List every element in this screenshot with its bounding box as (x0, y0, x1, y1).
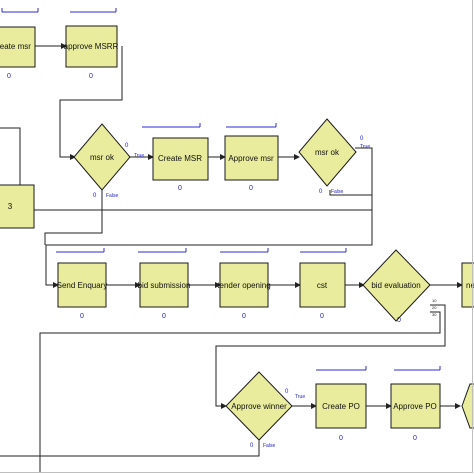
false-label: False (263, 443, 275, 449)
process-box[interactable] (0, 26, 36, 68)
false-count: 0 (93, 193, 97, 199)
module-label: Approve msr (228, 154, 274, 163)
process-box[interactable] (139, 262, 189, 308)
module-create-po[interactable]: Create PO 0 (315, 383, 367, 442)
module-counter: 0 (339, 435, 343, 442)
connector (45, 190, 373, 288)
process-box[interactable] (219, 262, 269, 308)
process-box[interactable] (65, 25, 118, 68)
process-box[interactable] (390, 383, 441, 429)
decision-msr-ok-1[interactable]: msr ok True 0 False 0 (73, 123, 144, 199)
queue-bar (316, 366, 367, 371)
queue-bar (394, 366, 441, 371)
module-label: cst (317, 281, 328, 290)
queue-bars (1, 8, 441, 371)
module-cst[interactable]: cst 0 (299, 262, 346, 320)
true-count: 0 (125, 143, 129, 149)
module-label: Create PO (322, 402, 360, 411)
module-counter: 0 (162, 313, 166, 320)
queue-bar (142, 123, 201, 128)
true-label: True (360, 144, 370, 150)
module-bid-submission[interactable]: bid submission 0 (138, 262, 191, 320)
queue-bar (300, 248, 347, 253)
module-label: Approve PO (393, 402, 437, 411)
module-label: approve MSRR (64, 42, 119, 51)
module-label: ne (466, 281, 474, 290)
connectors (0, 43, 463, 472)
queue-bar (1, 8, 39, 13)
output-label: 20 (432, 305, 437, 310)
output-label: 30 (432, 312, 437, 317)
connector (0, 127, 21, 185)
connector (44, 190, 103, 245)
connector (215, 304, 446, 409)
module-counter: 0 (413, 435, 417, 442)
module-left-box[interactable]: 3 (0, 184, 35, 229)
false-count: 0 (250, 443, 254, 449)
output-label: 10 (432, 298, 437, 303)
true-count: 0 (360, 136, 364, 142)
module-counter: 0 (7, 73, 11, 80)
module-create-msr-top[interactable]: reate msr 0 (0, 26, 36, 80)
module-label: 3 (8, 202, 13, 211)
false-label: False (331, 189, 343, 195)
process-box[interactable] (57, 262, 107, 308)
process-box[interactable] (152, 137, 209, 181)
module-create-msr[interactable]: Create MSR 0 (152, 137, 209, 192)
module-counter: 0 (89, 73, 93, 80)
false-count: 0 (319, 189, 323, 195)
decision-diamond[interactable] (225, 371, 293, 441)
module-send-enquary[interactable]: Send Enquary 0 (57, 262, 108, 320)
decision-label: bid evaluation (371, 281, 420, 290)
module-counter: 0 (320, 313, 324, 320)
decision-approve-winner[interactable]: Approve winner True 0 False 0 (225, 371, 305, 449)
module-counter: 0 (249, 185, 253, 192)
decision-diamond[interactable] (298, 118, 357, 187)
module-counter: 0 (242, 313, 246, 320)
queue-bar (138, 248, 187, 253)
connector (59, 46, 123, 160)
module-label: bid submission (138, 281, 191, 290)
module-counter: 0 (80, 313, 84, 320)
queue-bar (226, 123, 277, 128)
module-label: reate msr (0, 42, 31, 51)
module-approve-msr[interactable]: Approve msr 0 (224, 135, 279, 192)
true-label: True (295, 394, 305, 400)
module-label: tender opening (217, 281, 270, 290)
queue-bar (70, 8, 117, 13)
process-box[interactable] (224, 135, 279, 181)
process-box[interactable] (0, 184, 35, 229)
queue-bar (56, 248, 105, 253)
true-label: True (134, 153, 144, 159)
connector (39, 311, 441, 472)
decision-msr-ok-2[interactable]: msr ok True 0 False 0 (298, 118, 370, 195)
decision-diamond[interactable] (362, 249, 431, 322)
decision-counter: 0 (397, 317, 401, 324)
queue-bar (220, 248, 269, 253)
connector (0, 438, 260, 457)
module-label: Create MSR (158, 154, 202, 163)
true-count: 0 (285, 389, 289, 395)
decision-label: msr ok (315, 148, 340, 157)
module-right-box[interactable]: ne (461, 262, 474, 308)
decision-label: Approve winner (231, 402, 287, 411)
false-label: False (106, 193, 118, 199)
process-box[interactable] (315, 383, 367, 429)
module-approve-msrr[interactable]: approve MSRR 0 (64, 25, 119, 80)
process-box[interactable] (299, 262, 346, 308)
connector (0, 147, 373, 211)
module-approve-po[interactable]: Approve PO 0 (390, 383, 441, 442)
module-label: Send Enquary (57, 281, 108, 290)
decision-bid-evaluation[interactable]: bid evaluation 0 10 20 30 (362, 249, 437, 324)
decision-label: msr ok (90, 153, 115, 162)
partial-module-shape[interactable] (461, 383, 474, 429)
decision-diamond[interactable] (73, 123, 131, 191)
module-counter: 0 (178, 185, 182, 192)
module-tender-opening[interactable]: tender opening 0 (217, 262, 271, 320)
